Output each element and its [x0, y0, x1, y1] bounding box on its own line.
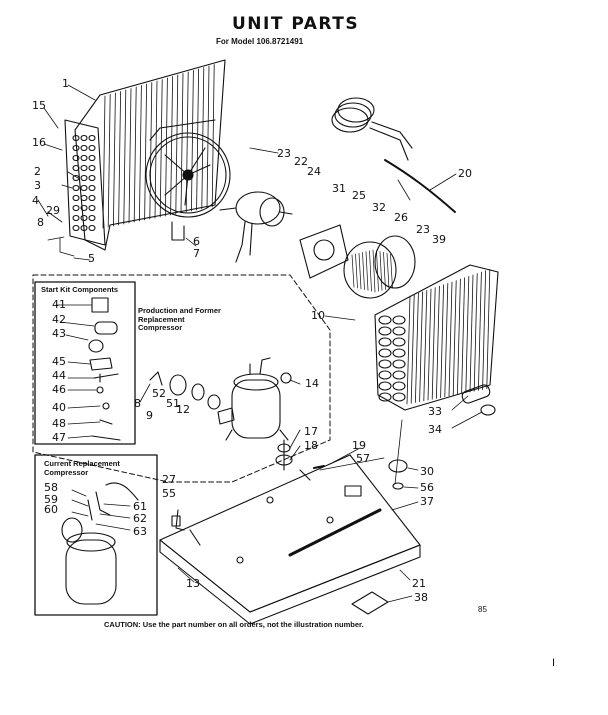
caution-note: CAUTION: Use the part number on all orde… — [104, 620, 364, 629]
callout-31: 47 — [52, 431, 66, 444]
terminal-parts — [149, 371, 235, 425]
callout-55: 38 — [414, 591, 428, 604]
callout-47: 60 — [44, 503, 58, 516]
callout-3: 16 — [32, 136, 46, 149]
callout-16: 31 — [332, 182, 346, 195]
callout-11: 7 — [193, 247, 200, 260]
callout-27: 44 — [52, 369, 66, 382]
callout-30: 48 — [52, 417, 66, 430]
kit-region-outline — [32, 274, 331, 483]
callout-35: 51 — [166, 397, 180, 410]
mount-bracket — [171, 221, 185, 241]
callout-26: 45 — [52, 355, 66, 368]
callout-14: 24 — [307, 165, 321, 178]
callout-22: 10 — [311, 309, 325, 322]
start-kit-box — [34, 281, 136, 445]
callout-29: 40 — [52, 401, 66, 414]
heater-coil — [331, 97, 413, 161]
callout-44: 37 — [420, 495, 434, 508]
leader-lines — [37, 84, 483, 603]
condenser-blower-wheel — [343, 235, 416, 299]
callout-24: 42 — [52, 313, 66, 326]
callout-20: 23 — [416, 223, 430, 236]
model-subtitle: For Model 106.8721491 — [216, 37, 304, 46]
callout-41: 57 — [356, 452, 370, 465]
callout-43: 56 — [420, 481, 434, 494]
callout-48: 27 — [162, 473, 176, 486]
callout-45: 58 — [44, 481, 58, 494]
evaporator-side-panel — [64, 119, 106, 246]
callout-56: 33 — [428, 405, 442, 418]
clip-34 — [480, 404, 496, 416]
margin-mark: I — [552, 657, 556, 669]
evaporator-coil — [74, 59, 226, 251]
callout-54: 21 — [412, 577, 426, 590]
callout-46: 59 — [44, 493, 58, 506]
callout-36: 12 — [176, 403, 190, 416]
callout-37: 14 — [305, 377, 319, 390]
callout-13: 22 — [294, 155, 308, 168]
callout-23: 41 — [52, 298, 66, 311]
callout-38: 17 — [304, 425, 318, 438]
callout-34: 52 — [152, 387, 166, 400]
bracket-27-55 — [171, 509, 185, 531]
callout-19: 26 — [394, 211, 408, 224]
callout-12: 23 — [277, 147, 291, 160]
page-number: 85 — [478, 605, 487, 614]
fan-motor — [219, 191, 293, 263]
callout-4: 2 — [34, 165, 41, 178]
callout-1: 1 — [62, 77, 69, 90]
callout-6: 4 — [32, 194, 39, 207]
callout-40: 19 — [352, 439, 366, 452]
blower-fan — [145, 119, 231, 218]
callout-51: 62 — [133, 512, 147, 525]
callout-49: 55 — [162, 487, 176, 500]
callout-10: 6 — [193, 235, 200, 248]
callout-39: 18 — [304, 439, 318, 452]
callout-32: 8 — [134, 397, 141, 410]
callout-52: 63 — [133, 525, 147, 538]
callout-50: 61 — [133, 500, 147, 513]
callout-21: 39 — [432, 233, 446, 246]
bracket-57 — [344, 485, 362, 497]
callout-57: 34 — [428, 423, 442, 436]
callout-42: 30 — [420, 465, 434, 478]
page-title: UNIT PARTS — [232, 14, 360, 34]
base-pan — [159, 454, 421, 625]
screw-19 — [313, 465, 325, 469]
callout-33: 9 — [146, 409, 153, 422]
callout-15: 20 — [458, 167, 472, 180]
production-compressor-label: Production and Former Replacement Compre… — [138, 306, 221, 333]
current-compressor-box — [34, 454, 158, 616]
callout-7: 29 — [46, 204, 60, 217]
start-kit-label: Start Kit Components — [41, 285, 119, 294]
callout-9: 5 — [88, 252, 95, 265]
start-kit-parts — [88, 297, 121, 441]
mounting-grommets — [275, 439, 293, 471]
capacitor-33 — [461, 384, 491, 404]
drain-hose — [384, 159, 456, 213]
current-compressor — [61, 482, 139, 605]
callout-2: 15 — [32, 99, 46, 112]
grommet-14 — [280, 372, 292, 384]
bracket-38 — [351, 591, 389, 615]
callout-8: 8 — [37, 216, 44, 229]
callout-28: 46 — [52, 383, 66, 396]
current-compressor-label: Current Replacement Compressor — [44, 459, 120, 477]
motor-mount-plate — [299, 224, 349, 279]
condenser-coil — [374, 264, 499, 411]
knob-30 — [388, 459, 408, 490]
callout-18: 32 — [372, 201, 386, 214]
callout-17: 25 — [352, 189, 366, 202]
production-compressor — [225, 357, 289, 441]
callout-25: 43 — [52, 327, 66, 340]
callout-5: 3 — [34, 179, 41, 192]
callout-53: 13 — [186, 577, 200, 590]
